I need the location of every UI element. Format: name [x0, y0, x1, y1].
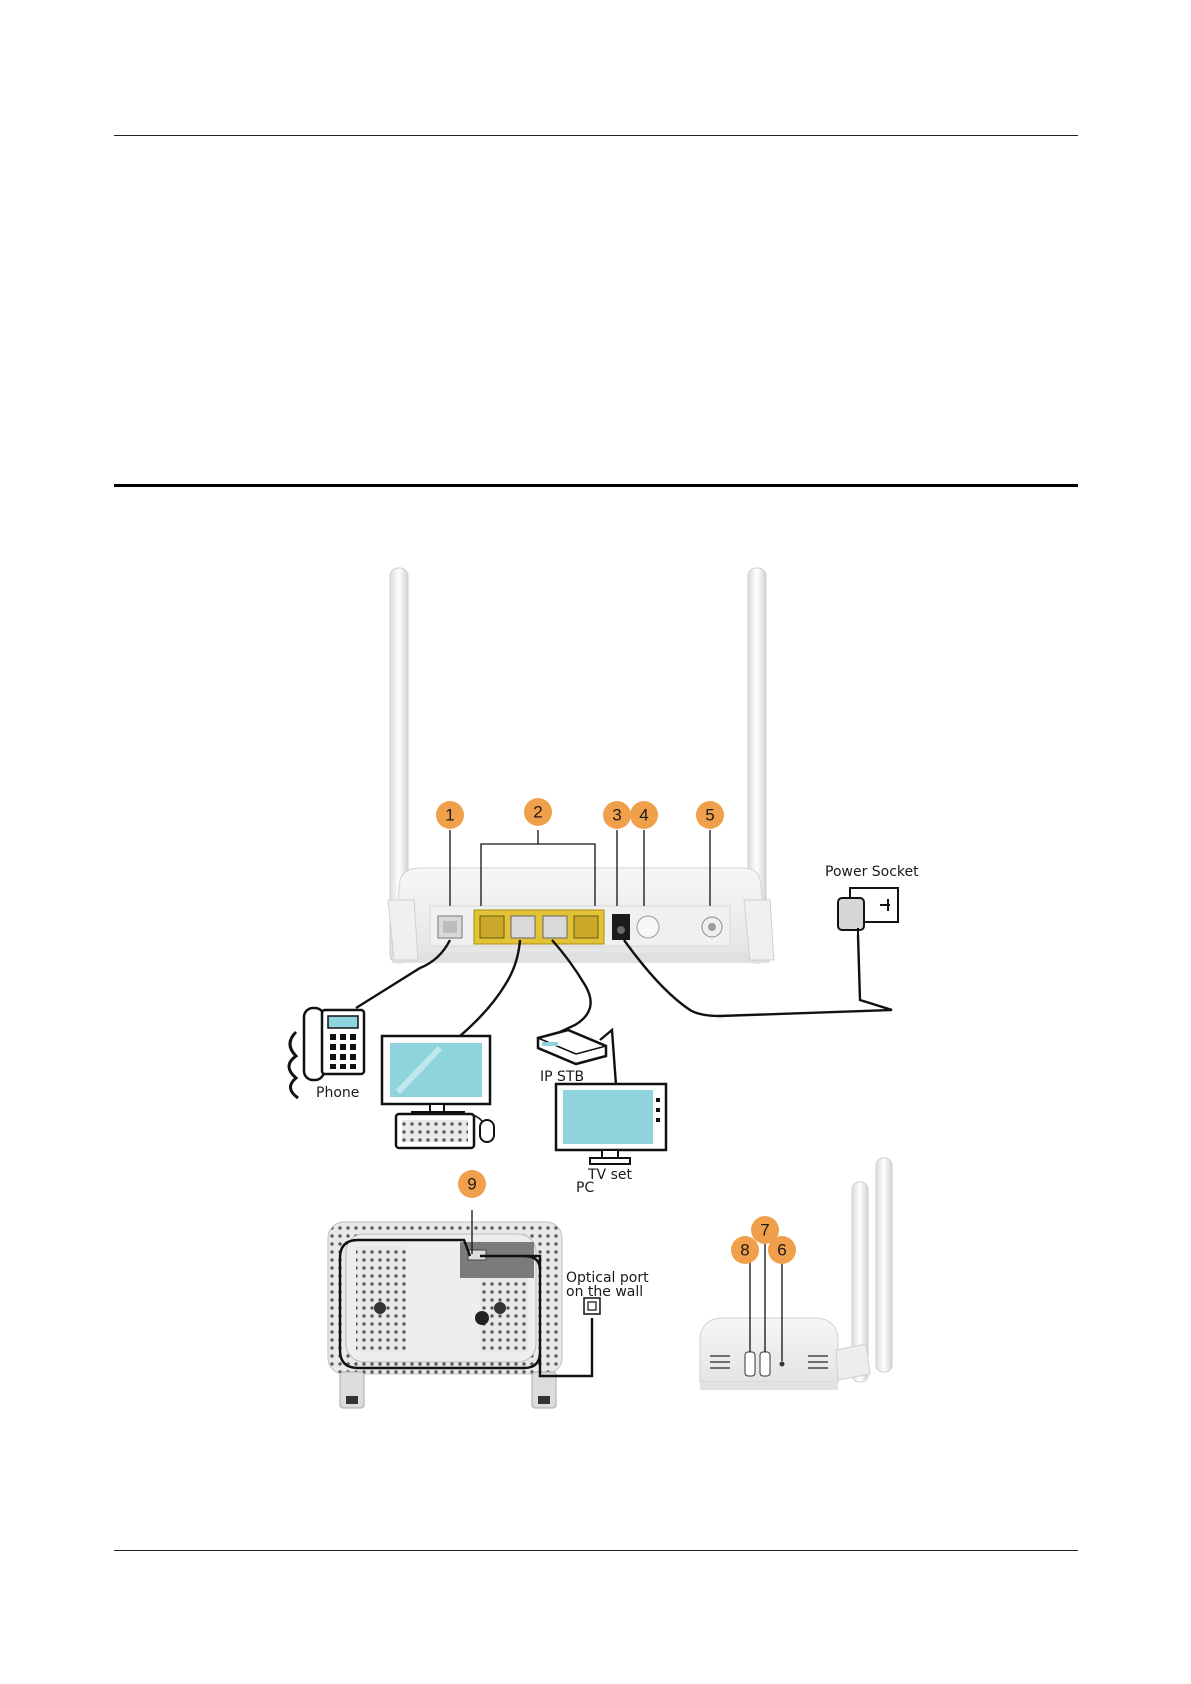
lan2-port — [511, 916, 535, 938]
callout-7: 7 — [751, 1216, 779, 1244]
svg-text:6: 6 — [777, 1241, 786, 1260]
lan4-port — [574, 916, 598, 938]
callout-1: 1 — [436, 801, 464, 829]
svg-text:9: 9 — [467, 1175, 476, 1194]
svg-text:5: 5 — [705, 806, 714, 825]
router-rear-view — [388, 568, 774, 963]
phone-label: Phone — [316, 1085, 359, 1101]
router-side-view — [700, 1158, 892, 1390]
svg-text:8: 8 — [740, 1241, 749, 1260]
router-bottom-view — [328, 1210, 592, 1408]
set-top-box-icon — [538, 1030, 606, 1064]
callout-3: 3 — [603, 801, 631, 829]
lan1-port — [480, 916, 504, 938]
svg-text:3: 3 — [612, 806, 621, 825]
wlan-button — [745, 1352, 755, 1376]
keyboard-icon — [396, 1114, 474, 1148]
svg-text:7: 7 — [760, 1221, 769, 1240]
pc-label: PC — [576, 1180, 594, 1196]
optical-port-label-line2: on the wall — [566, 1284, 643, 1300]
reset-hole — [780, 1362, 785, 1367]
tv-icon — [556, 1084, 666, 1164]
callout-2: 2 — [524, 798, 552, 826]
callout-5: 5 — [696, 801, 724, 829]
svg-text:4: 4 — [639, 806, 648, 825]
power-socket-label: Power Socket — [825, 864, 919, 880]
lan3-port — [543, 916, 567, 938]
callout-8: 8 — [731, 1236, 759, 1264]
callout-9: 9 — [458, 1170, 486, 1198]
callout-4: 4 — [630, 801, 658, 829]
wps-button — [760, 1352, 770, 1376]
pc-monitor-icon — [382, 1036, 490, 1120]
power-adapter-icon — [838, 888, 898, 937]
ip-stb-label: IP STB — [540, 1069, 584, 1085]
wall-optical-port-icon — [584, 1298, 600, 1314]
svg-text:1: 1 — [445, 806, 454, 825]
svg-text:2: 2 — [533, 803, 542, 822]
on-off-button — [637, 916, 659, 938]
